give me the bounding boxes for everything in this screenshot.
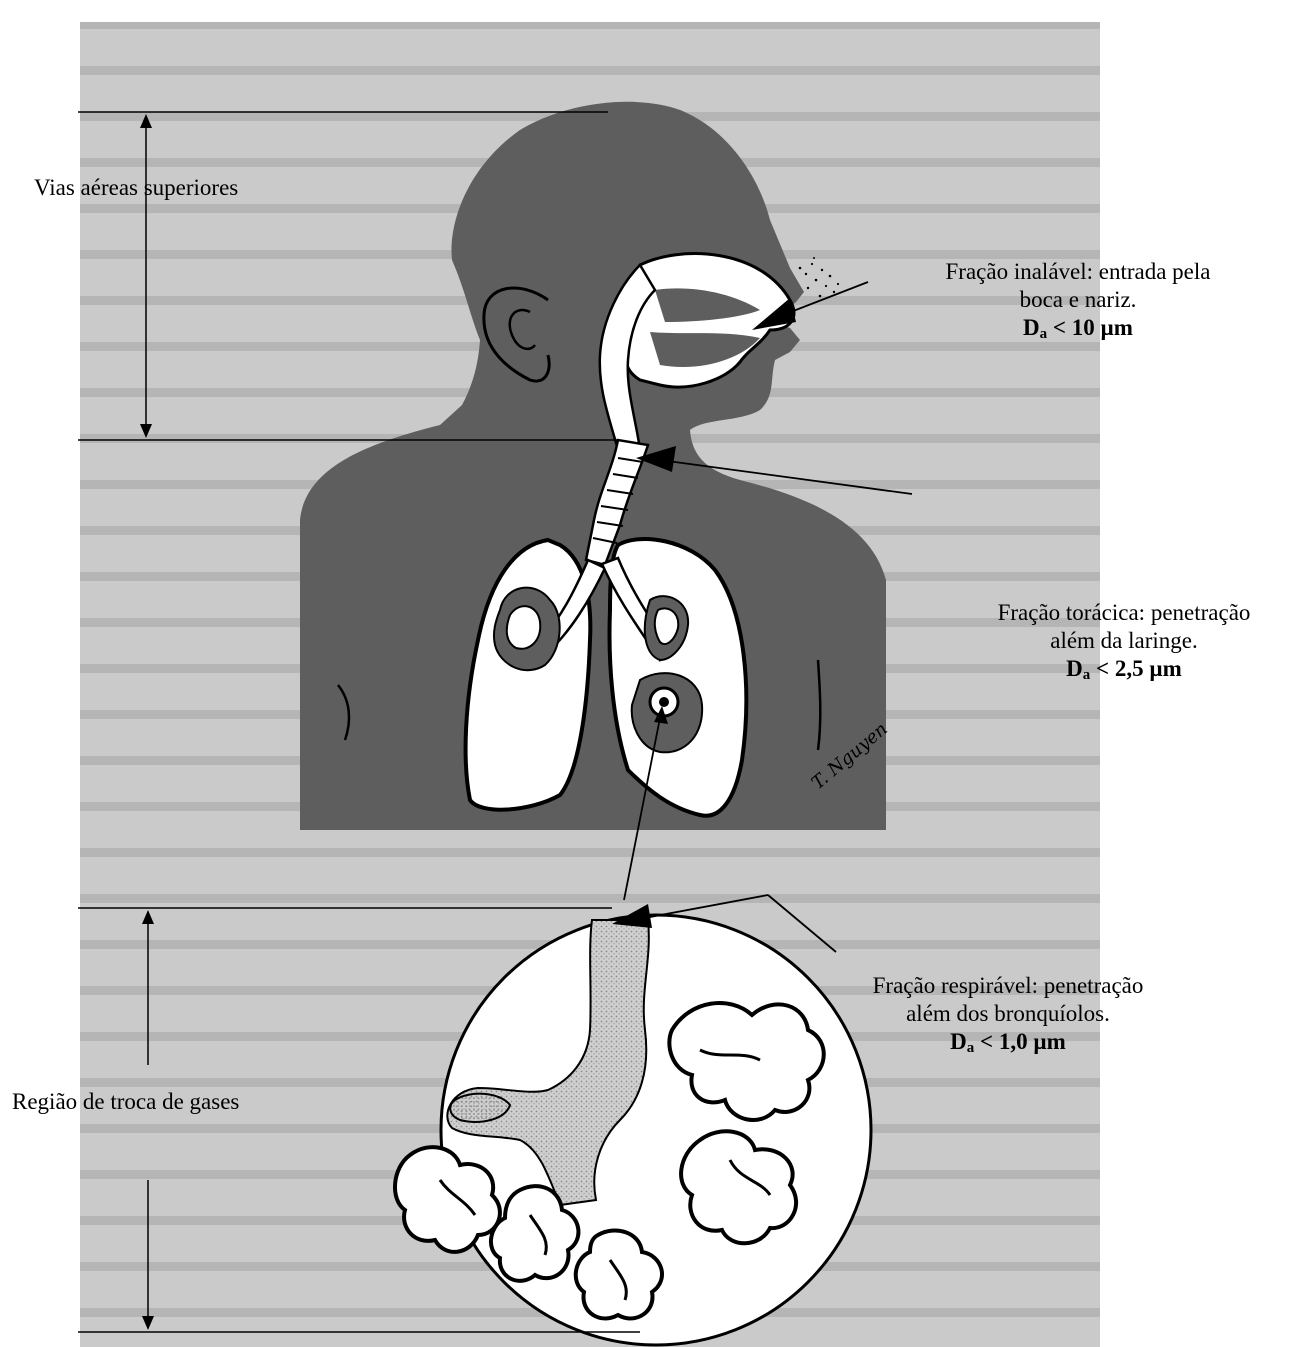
respirable-line2: além dos bronquíolos. — [818, 1000, 1198, 1028]
thoracic-diameter: Da < 2,5 µm — [942, 655, 1306, 683]
gas-exchange-label: Região de troca de gases — [12, 1088, 239, 1116]
thoracic-line1: Fração torácica: penetração — [942, 599, 1306, 627]
respirable-fraction-label: Fração respirável: penetração além dos b… — [818, 972, 1198, 1056]
upper-airways-label: Vias aéreas superiores — [34, 174, 238, 202]
thoracic-line2: além da laringe. — [942, 627, 1306, 655]
inhalable-diameter: Da < 10 µm — [878, 314, 1278, 342]
respirable-line1: Fração respirável: penetração — [818, 972, 1198, 1000]
left-bronchial-tree — [494, 588, 560, 671]
respirable-diameter: Da < 1,0 µm — [818, 1028, 1198, 1056]
inhalable-line1: Fração inalável: entrada pela — [878, 258, 1278, 286]
inhalable-line2: boca e nariz. — [878, 286, 1278, 314]
inhalable-fraction-label: Fração inalável: entrada pela boca e nar… — [878, 258, 1278, 342]
thoracic-fraction-label: Fração torácica: penetração além da lari… — [942, 599, 1306, 683]
